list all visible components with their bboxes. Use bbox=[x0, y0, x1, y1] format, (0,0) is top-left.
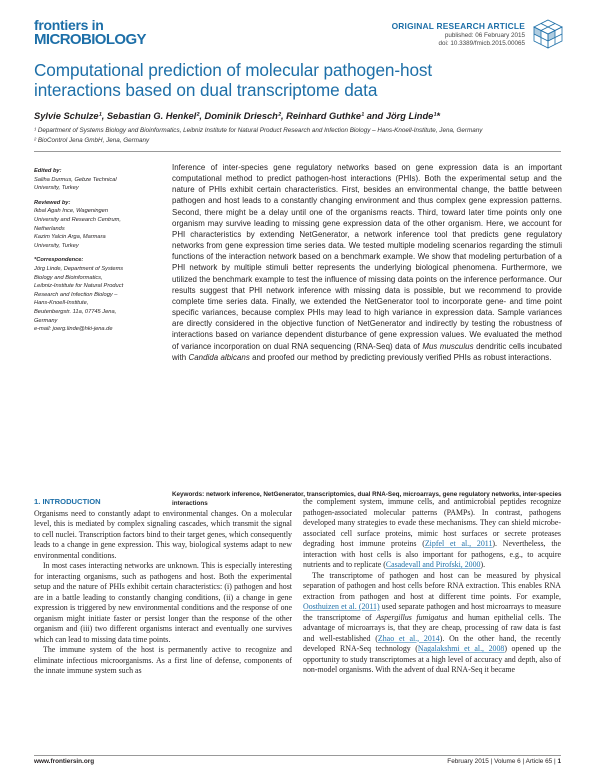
species-name: Mus musculus bbox=[422, 341, 474, 351]
body-paragraph: The transcriptome of pathogen and host c… bbox=[303, 571, 561, 676]
species-name: Aspergillus fumigatus bbox=[376, 612, 448, 622]
journal-url[interactable]: www.frontiersin.org bbox=[34, 758, 95, 765]
correspondence-line: Beutenbergstr. 11a, 07745 Jena, bbox=[34, 308, 117, 315]
citation-link[interactable]: Zipfel et al., 2011 bbox=[424, 539, 493, 548]
correspondence-email[interactable]: e-mail: joerg.linde@hki-jena.de bbox=[34, 326, 113, 333]
footer-divider bbox=[34, 755, 561, 756]
publication-date: published: 06 February 2015 bbox=[444, 32, 525, 39]
correspondence-line: Research and Infection Biology – bbox=[34, 291, 118, 298]
editorial-sidebar: Edited by: Saliha Durmus, Gebze Technica… bbox=[34, 167, 164, 334]
abstract-text: Inference of inter-species gene regulato… bbox=[172, 163, 562, 351]
affiliation-2: ² BioControl Jena GmbH, Jena, Germany bbox=[34, 137, 150, 144]
body-text: The transcriptome of pathogen and host c… bbox=[303, 570, 561, 601]
correspondence-line: Jörg Linde, Department of Systems bbox=[34, 265, 124, 272]
abstract-text: and proofed our method by predicting pre… bbox=[249, 352, 552, 362]
journal-masthead: frontiers in MICROBIOLOGY bbox=[34, 18, 174, 52]
body-column-right: the complement system, immune cells, and… bbox=[303, 497, 561, 676]
body-paragraph: The immune system of the host is permane… bbox=[34, 645, 292, 675]
journal-name-line1: frontiers in bbox=[34, 17, 104, 33]
citation-link[interactable]: Casadevall and Pirofski, 2000 bbox=[385, 560, 481, 569]
body-text: ). Nevertheless, the interaction with ho… bbox=[303, 539, 561, 569]
article-type: ORIGINAL RESEARCH ARTICLE bbox=[391, 21, 525, 31]
journal-name-line2: MICROBIOLOGY bbox=[34, 31, 147, 48]
species-name: Candida albicans bbox=[188, 352, 250, 362]
section-heading: 1. INTRODUCTION bbox=[34, 497, 101, 506]
body-text: the complement system, immune cells, and… bbox=[303, 497, 561, 548]
citation-link[interactable]: Oosthuizen et al. (2011) bbox=[303, 602, 380, 611]
editor-line: Saliha Durmus, Gebze Technical bbox=[34, 176, 117, 183]
author-list: Sylvie Schulze¹, Sebastian G. Henkel², D… bbox=[34, 111, 441, 121]
reviewer-line: Ikbal Agah Ince, Wageningen bbox=[34, 208, 108, 215]
title-line-2: interactions based on dual transcriptome… bbox=[34, 80, 378, 100]
reviewer-line: University and Research Centrum, bbox=[34, 216, 121, 223]
doi[interactable]: doi: 10.3389/fmicb.2015.00065 bbox=[438, 40, 525, 47]
correspondence-line: Hans-Knoell-Institute, bbox=[34, 300, 89, 307]
keywords-list: network inference, NetGenerator, transcr… bbox=[172, 491, 562, 508]
title-line-1: Computational prediction of molecular pa… bbox=[34, 60, 433, 80]
editor-line: University, Turkey bbox=[34, 185, 79, 192]
reviewer-line: University, Turkey bbox=[34, 242, 79, 249]
correspondence-label: *Correspondence: bbox=[34, 257, 84, 264]
reviewed-by-label: Reviewed by: bbox=[34, 199, 71, 206]
body-paragraph: In most cases interacting networks are u… bbox=[34, 561, 292, 644]
body-paragraph: the complement system, immune cells, and… bbox=[303, 497, 561, 571]
page-number: 1 bbox=[557, 758, 561, 765]
citation-link[interactable]: Nagalakshmi et al., 2008 bbox=[417, 644, 505, 653]
reviewer-line: Netherlands bbox=[34, 225, 65, 232]
body-text: used separate pathogen and host microarr… bbox=[303, 602, 561, 622]
body-paragraph: Organisms need to constantly adapt to en… bbox=[34, 508, 292, 560]
body-column-left: 1. INTRODUCTION Organisms need to consta… bbox=[34, 497, 292, 677]
article-title: Computational prediction of molecular pa… bbox=[34, 60, 534, 100]
correspondence-line: Germany bbox=[34, 317, 58, 324]
body-text: ) opened up the opportunity to study tra… bbox=[303, 644, 561, 674]
issue-info: February 2015 | Volume 6 | Article 65 | bbox=[447, 758, 558, 765]
frontiers-cube-logo-icon bbox=[533, 19, 563, 49]
keywords-label: Keywords: bbox=[172, 491, 205, 498]
body-text: and human epithelial cells. The advantag… bbox=[303, 612, 561, 643]
correspondence-line: Biology and Bioinformatics, bbox=[34, 274, 103, 281]
footer-meta: February 2015 | Volume 6 | Article 65 | … bbox=[447, 758, 561, 765]
body-text: ). On the other hand, the recently devel… bbox=[303, 633, 562, 654]
keywords: Keywords: network inference, NetGenerato… bbox=[172, 490, 562, 509]
citation-link[interactable]: Zhao et al., 2014 bbox=[377, 633, 440, 643]
abstract: Inference of inter-species gene regulato… bbox=[172, 162, 562, 363]
abstract-text: dendritic cells incubated with bbox=[172, 341, 562, 362]
edited-by-label: Edited by: bbox=[34, 168, 62, 174]
body-text: ). bbox=[480, 560, 486, 569]
header-divider bbox=[34, 151, 561, 152]
reviewer-line: Kazim Yalcin Arga, Marmara bbox=[34, 234, 106, 241]
correspondence-line: Leibniz-Institute for Natural Product bbox=[34, 283, 124, 290]
affiliation-1: ¹ Department of Systems Biology and Bioi… bbox=[34, 127, 483, 134]
